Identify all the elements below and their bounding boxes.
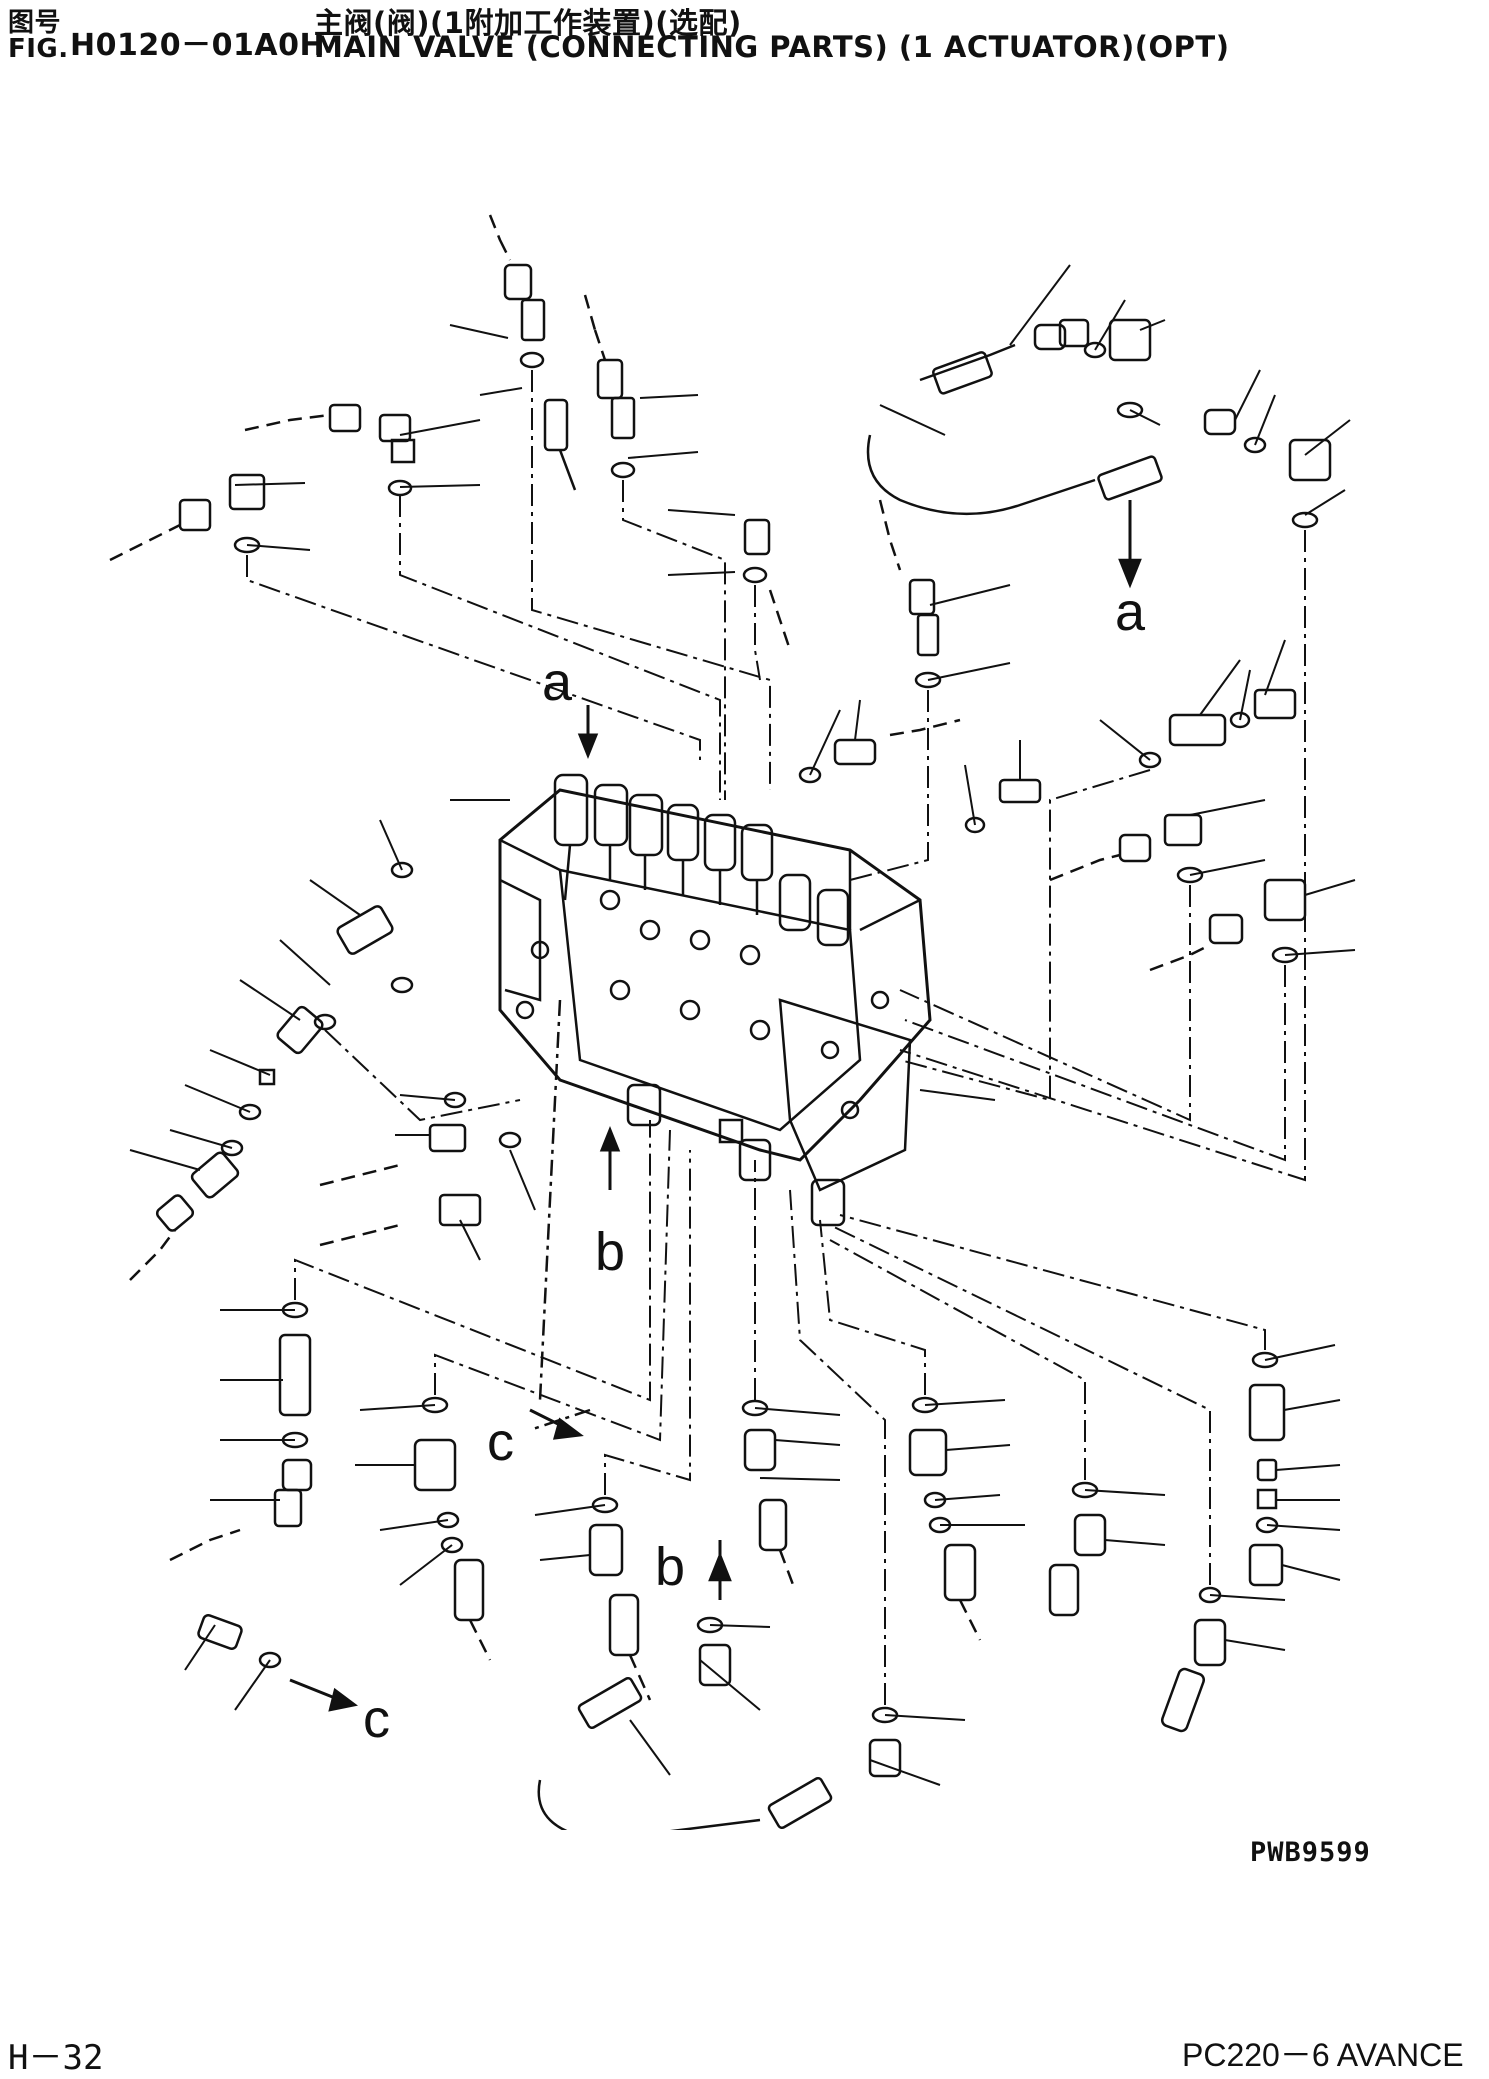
ref-b-lower: b [655, 1537, 685, 1597]
exploded-parts-diagram: a a b b c c [109, 214, 1356, 1830]
ref-a-top-left: a [542, 652, 573, 712]
ref-c-mid: c [487, 1412, 514, 1472]
left-side-fittings [129, 861, 522, 1281]
title-zh: 主阀(阀)(1附加工作装置)(选配) [314, 6, 742, 40]
top-right-hose-assembly [866, 318, 1332, 589]
ref-b-mid: b [595, 1222, 625, 1282]
ref-a-top-right: a [1115, 582, 1146, 642]
ref-c-lower: c [363, 1689, 390, 1749]
fig-number: H0120－01A0H [70, 28, 326, 63]
phantom-lines [246, 370, 1306, 1705]
fig-label-zh: 图号 [8, 8, 62, 38]
header: 图号 FIG. H0120－01A0H 主阀(阀)(1附加工作装置)(选配) M… [8, 0, 1308, 64]
title-en: MAIN VALVE (CONNECTING PARTS) (1 ACTUATO… [314, 30, 1230, 64]
leader-lines [129, 264, 1356, 1786]
main-valve-body [498, 773, 932, 1227]
model-name: PC220－6 AVANCE [1182, 2037, 1464, 2073]
lower-middle-fittings [529, 999, 902, 1830]
top-left-fittings [109, 214, 942, 689]
reference-arrows [529, 705, 621, 1440]
lower-right-fittings [908, 1351, 1286, 1733]
fig-label-en: FIG. [8, 34, 69, 64]
page-number: H－32 [8, 2038, 104, 2078]
drawing-code: PWB9599 [1250, 1837, 1371, 1868]
right-side-fittings [798, 688, 1307, 972]
lower-left-fittings [169, 1301, 492, 1712]
